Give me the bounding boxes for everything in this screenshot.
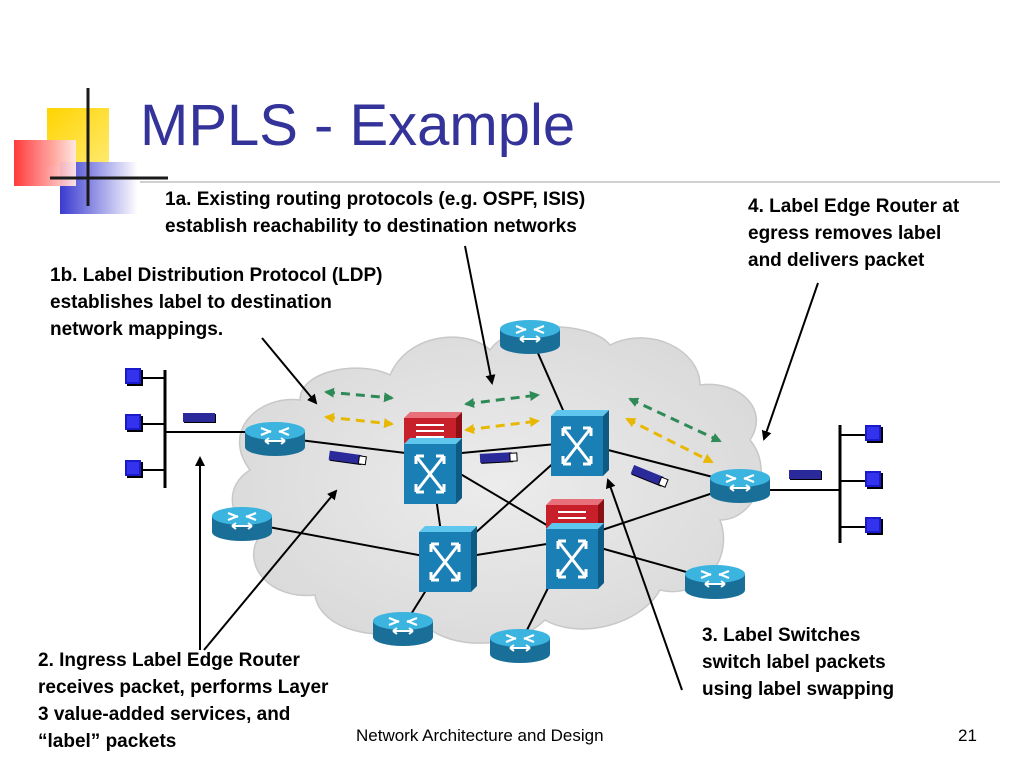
label-switch-router-icon [402, 412, 464, 506]
pointer-4 [761, 282, 819, 441]
callout-line: and delivers packet [748, 250, 925, 271]
packet-icon [789, 470, 822, 480]
callout-3-label-switches: 3. Label Switches switch label packets u… [702, 622, 894, 703]
callout-line: establish reachability to destination ne… [165, 216, 577, 237]
router-icon [210, 505, 274, 543]
labeled-packet-icon [479, 452, 518, 464]
router-icon [488, 627, 552, 665]
callout-line: 1b. Label Distribution Protocol (LDP) [50, 265, 383, 286]
callout-line: establishes label to destination [50, 292, 332, 313]
callout-line: switch label packets [702, 652, 886, 673]
egress-label-edge-router-icon [708, 467, 772, 505]
label-switch-router-icon [417, 524, 479, 594]
callout-2-ingress-router: 2. Ingress Label Edge Router receives pa… [38, 647, 328, 755]
packet-icon [183, 413, 216, 423]
callout-1b-ldp: 1b. Label Distribution Protocol (LDP) es… [50, 262, 383, 343]
label-switch-router-icon [544, 499, 606, 591]
host-computer-icon [865, 517, 883, 535]
pointer-1a [464, 245, 496, 385]
callout-line: using label swapping [702, 679, 895, 700]
ldp-arrows [324, 387, 722, 464]
egress-lan [838, 425, 883, 543]
callout-line: 3 value-added services, and [38, 704, 291, 725]
ingress-lan [125, 368, 167, 488]
callout-line: “label” packets [38, 731, 177, 752]
network-cloud [231, 326, 762, 644]
labeled-packet-icon [328, 450, 367, 466]
host-computer-icon [125, 368, 143, 386]
router-icon [683, 563, 747, 601]
callout-line: 2. Ingress Label Edge Router [38, 650, 300, 671]
pointer-3 [605, 478, 683, 691]
callout-line: 1a. Existing routing protocols (e.g. OSP… [165, 189, 586, 210]
slide-logo-decoration [14, 88, 168, 214]
callout-4-egress-router: 4. Label Edge Router at egress removes l… [748, 193, 959, 274]
callout-line: 3. Label Switches [702, 625, 861, 646]
callout-line: 4. Label Edge Router at [748, 196, 960, 217]
pointer-2b [203, 489, 338, 651]
host-computer-icon [125, 460, 143, 478]
page-title: MPLS - Example [140, 93, 576, 158]
pointer-1b [261, 337, 318, 405]
callout-1a-routing-protocols: 1a. Existing routing protocols (e.g. OSP… [165, 186, 585, 240]
host-computer-icon [865, 471, 883, 489]
footer-page-number: 21 [958, 726, 977, 745]
router-icon [371, 610, 435, 648]
callout-line: network mappings. [50, 319, 224, 340]
callout-line: egress removes label [748, 223, 942, 244]
label-switch-router-icon [549, 408, 611, 478]
footer-course-title: Network Architecture and Design [356, 726, 604, 745]
callout-line: receives packet, performs Layer [38, 677, 329, 698]
router-icon [498, 318, 562, 356]
callout-pointers [195, 245, 819, 691]
host-computer-icon [125, 414, 143, 432]
ingress-label-edge-router-icon [243, 420, 307, 458]
labeled-packet-icon [630, 464, 669, 488]
host-computer-icon [865, 425, 883, 443]
